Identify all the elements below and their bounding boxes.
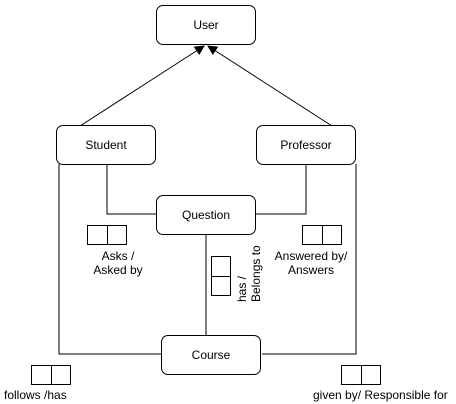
student-label: Student [85, 138, 127, 152]
question-node[interactable]: Question [156, 195, 256, 235]
user-label: User [193, 18, 219, 32]
asks-label: Asks / Asked by [80, 249, 156, 277]
has-label-line1: has / [235, 275, 249, 302]
answered-label: Answered by/ Answers [270, 249, 352, 277]
has-label-line2: Belongs to [249, 245, 263, 302]
given-by-label: given by/ Responsible for [313, 388, 448, 402]
student-node[interactable]: Student [56, 125, 156, 165]
has-multiplicity-box [211, 256, 231, 296]
follows-label: follows /has [4, 388, 67, 402]
answered-multiplicity-box [302, 225, 342, 245]
student-to-user-arrow [79, 45, 205, 127]
course-node[interactable]: Course [161, 335, 261, 375]
question-label: Question [181, 208, 231, 222]
given-by-multiplicity-box [341, 365, 381, 385]
asks-label-line2: Asked by [93, 263, 143, 277]
professor-question-connector [256, 164, 307, 215]
course-label: Course [191, 348, 231, 362]
professor-label: Professor [280, 138, 332, 152]
answered-label-line1: Answered by/ [274, 249, 348, 263]
asks-label-line1: Asks / [101, 249, 135, 263]
user-node[interactable]: User [156, 5, 256, 45]
answered-label-line2: Answers [287, 263, 334, 277]
asks-multiplicity-box [87, 225, 127, 245]
professor-to-user-arrow [207, 45, 333, 127]
professor-node[interactable]: Professor [256, 125, 356, 165]
follows-multiplicity-box [31, 365, 71, 385]
student-course-connector [58, 164, 162, 355]
student-question-connector [106, 164, 157, 215]
professor-course-connector [262, 164, 357, 355]
has-label: has / Belongs to [235, 245, 263, 302]
